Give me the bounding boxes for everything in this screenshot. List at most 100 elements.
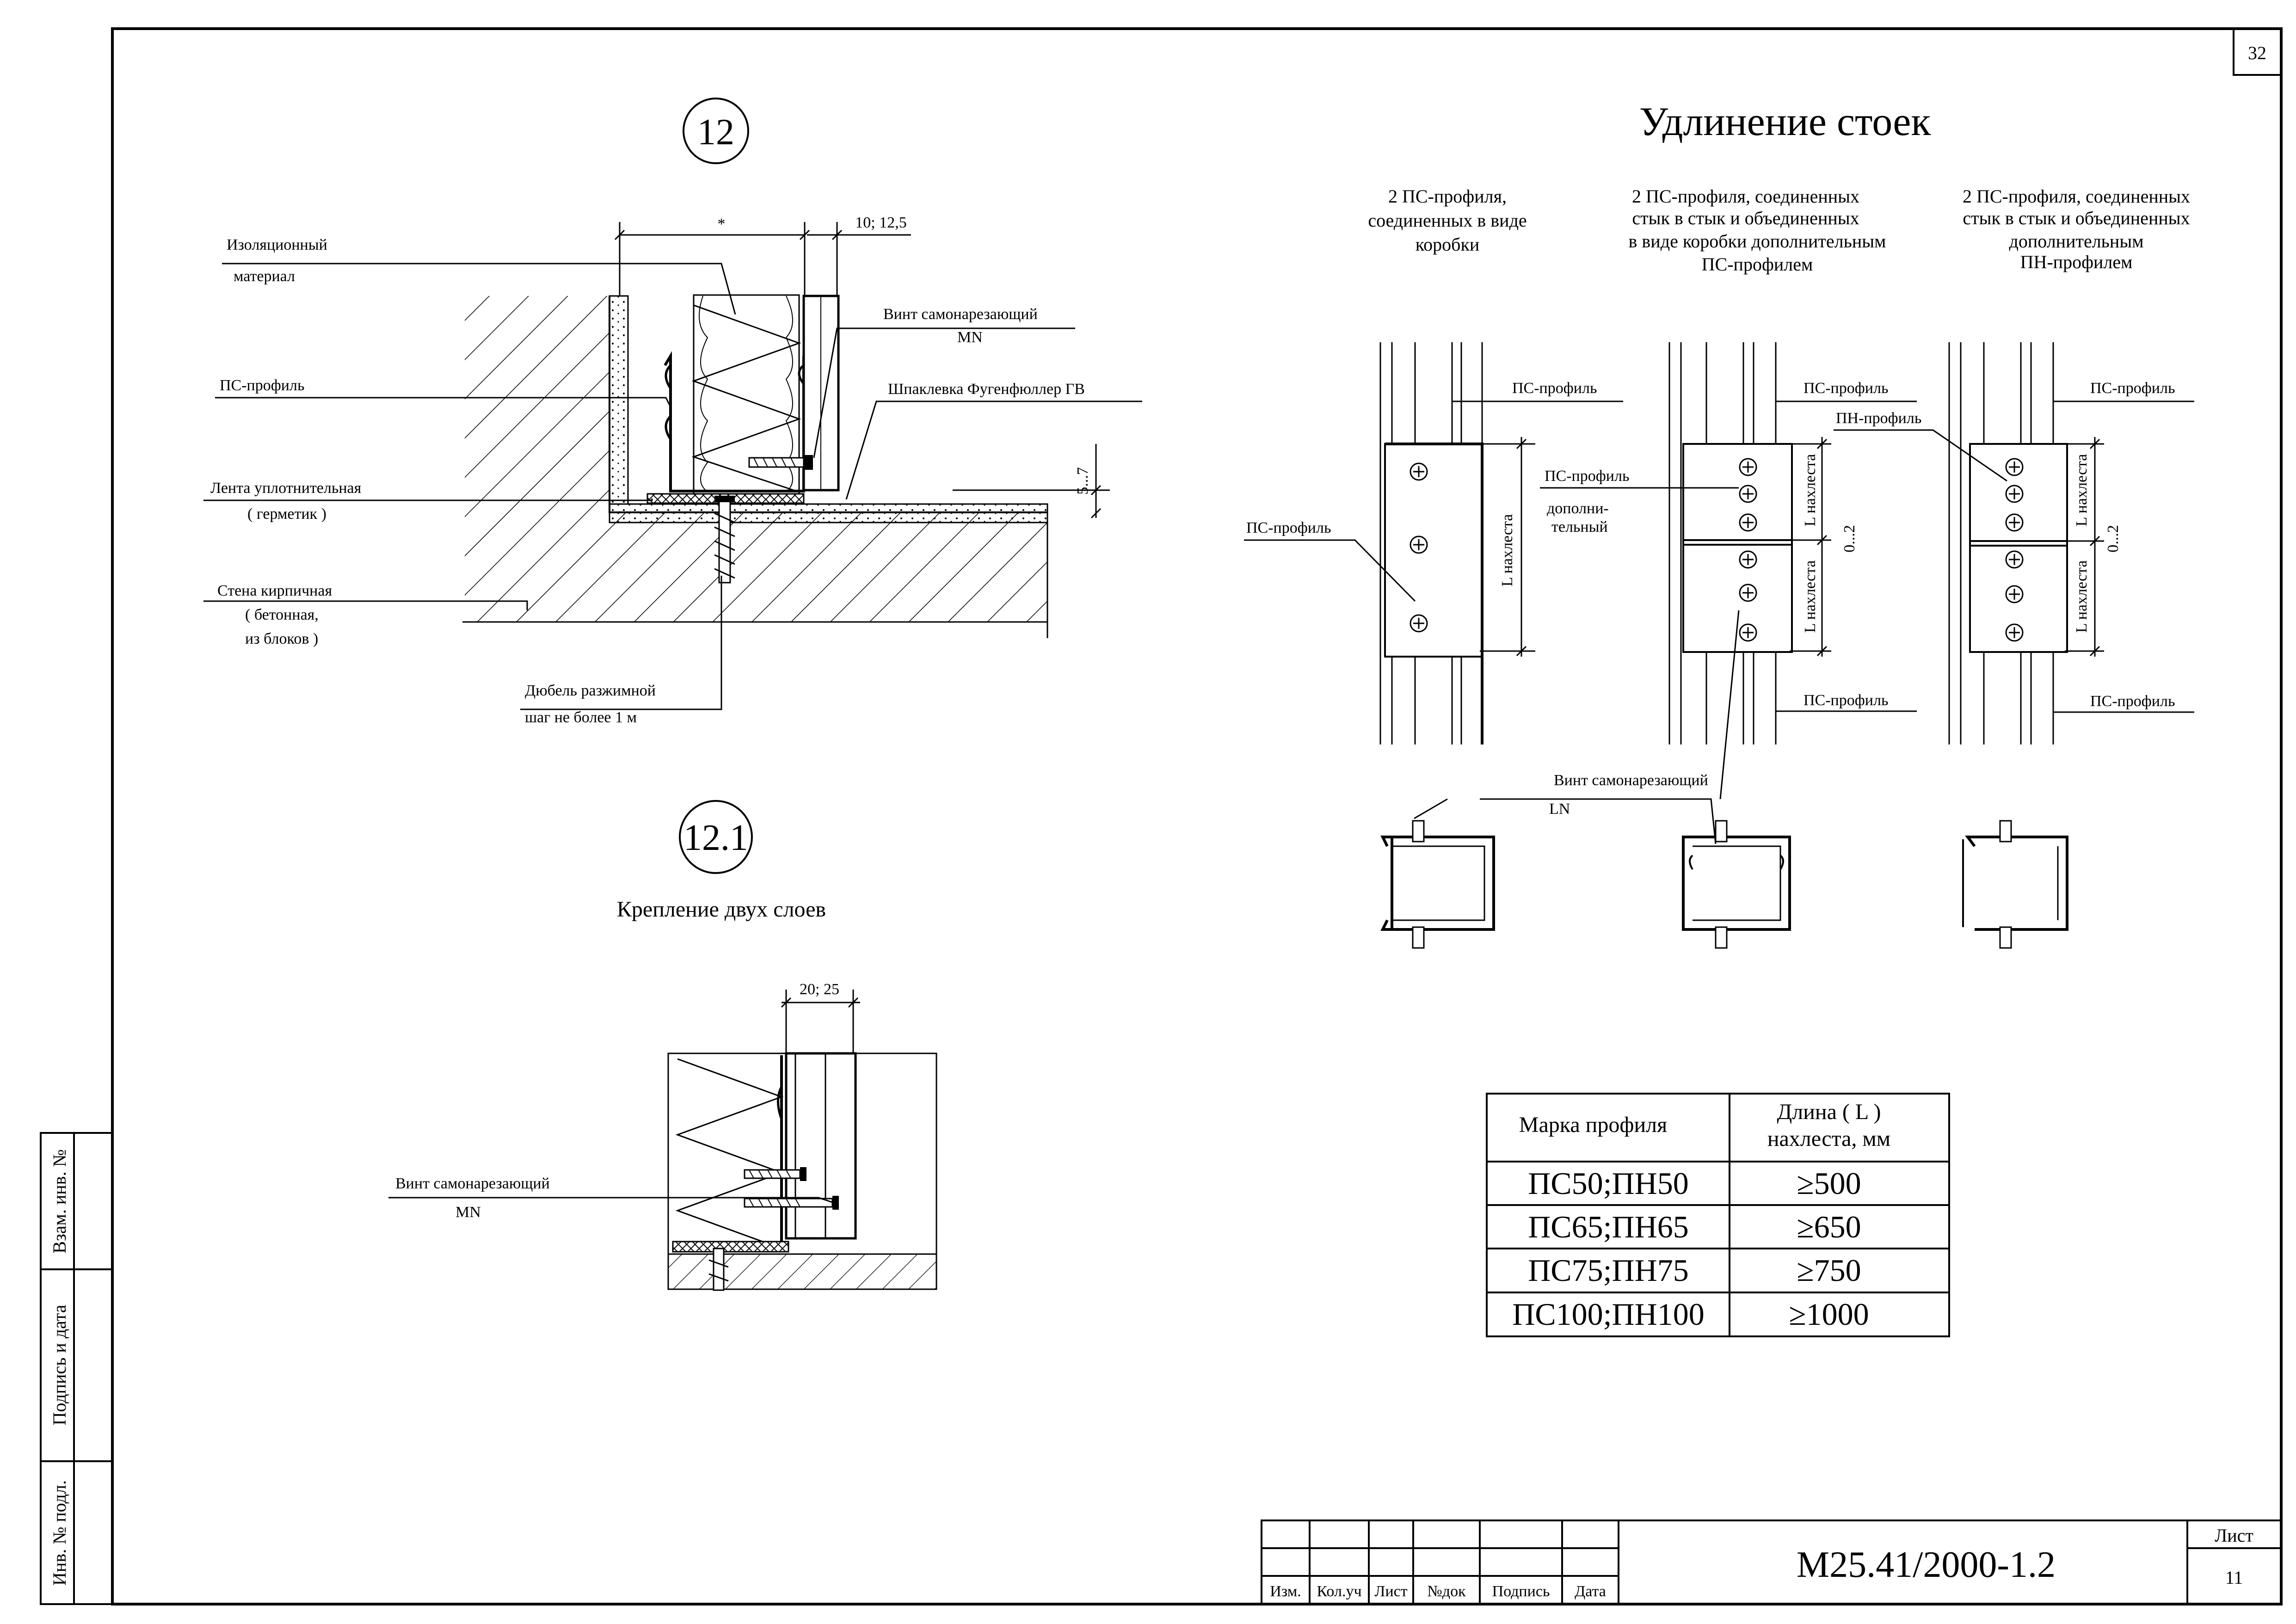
table-row-3-len: ≥750: [1797, 1253, 1861, 1288]
title-block: [1261, 1519, 2282, 1605]
table-row-1-mark: ПС50;ПН50: [1528, 1166, 1689, 1201]
label-screw-12-1-a: Винт самонарезающий: [395, 1175, 550, 1192]
col1-l-overlap: L нахлеста: [1499, 514, 1516, 587]
col3-caption-4: ПН-профилем: [2020, 252, 2133, 272]
tb-col-date: Дата: [1575, 1583, 1606, 1600]
col2-caption-1: 2 ПС-профиля, соединенных: [1632, 186, 1859, 207]
label-wall-1: Стена кирпичная: [217, 582, 332, 599]
stud-joint-2: [1540, 342, 1917, 744]
labels-12: Изоляционный материал ПС-профиль Лента у…: [210, 236, 1085, 726]
extension-title: Удлинение стоек: [1639, 99, 1931, 144]
detail-12-number: 12: [697, 112, 734, 153]
col1-caption-2: соединенных в виде: [1368, 210, 1527, 231]
sections-screw-2: LN: [1549, 800, 1570, 818]
dowel-2: [708, 1248, 729, 1291]
label-screw-2: MN: [957, 329, 983, 346]
tb-col-list: Лист: [1374, 1583, 1407, 1600]
col3-caption-3: дополнительным: [2009, 231, 2143, 252]
sections-screw-1: Винт самонарезающий: [1554, 772, 1708, 789]
col2-extra-2: тельный: [1551, 518, 1608, 535]
label-screw-12-1-b: MN: [456, 1204, 481, 1221]
dim-side: 5...7: [1074, 467, 1091, 495]
screw-head-1b: [1410, 535, 1428, 554]
title-block-sheet-label: Лист: [2215, 1525, 2253, 1546]
col2-l-overlap-top: L нахлеста: [1802, 454, 1819, 527]
gypsum-board-two-layers: [785, 1052, 857, 1240]
sealing-tape-2: [672, 1241, 789, 1253]
col1-caption-3: коробки: [1416, 234, 1480, 255]
table-row-1-len: ≥500: [1797, 1166, 1861, 1201]
col2-ps-extra: ПС-профиль: [1545, 468, 1629, 485]
col2-ps-top: ПС-профиль: [1804, 380, 1888, 397]
stud-joint-3: [1834, 342, 2194, 744]
label-wall-3: из блоков ): [245, 630, 318, 647]
table-header-len-1: Длина ( L ): [1777, 1100, 1881, 1124]
extension-captions: 2 ПС-профиля, соединенных в виде коробки…: [1368, 186, 2190, 275]
col3-caption-1: 2 ПС-профиля, соединенных: [1963, 186, 2190, 207]
label-insulation-1: Изоляционный: [227, 236, 327, 253]
dowel: [714, 496, 735, 584]
label-dowel-1: Дюбель разжимной: [525, 682, 656, 699]
col2-extra-1: дополни-: [1547, 500, 1609, 517]
col1-ps-left: ПС-профиль: [1246, 519, 1331, 536]
section-1: [1380, 820, 1495, 949]
brick-wall: [465, 296, 1047, 622]
col3-gap: 0...2: [2105, 525, 2122, 553]
dim-top-12-1: 20; 25: [800, 981, 839, 998]
tb-col-sign: Подпись: [1492, 1583, 1550, 1600]
label-ps-profile: ПС-профиль: [220, 377, 304, 394]
label-screw-1: Винт самонарезающий: [883, 306, 1038, 323]
label-tape-2: ( герметик ): [247, 505, 326, 523]
table-row-2-mark: ПС65;ПН65: [1528, 1209, 1689, 1244]
col2-ps-bottom: ПС-профиль: [1804, 692, 1888, 709]
plaster-floor: [609, 503, 1048, 523]
dim-top: 10; 12,5: [855, 214, 906, 231]
tb-col-izm: Изм.: [1270, 1583, 1301, 1600]
detail-12: 12: [203, 98, 1142, 726]
table-row-3-mark: ПС75;ПН75: [1528, 1253, 1689, 1288]
tb-col-ndok: №док: [1427, 1583, 1466, 1600]
title-block-columns: Изм. Кол.уч Лист №док Подпись Дата: [1270, 1583, 1606, 1600]
stud-box-1: [1384, 443, 1483, 658]
insulation-zigzag: [691, 304, 801, 493]
table-row-2-len: ≥650: [1797, 1209, 1861, 1244]
col3-pn-profile: ПН-профиль: [1836, 410, 1921, 427]
sheet-frame: [111, 27, 2283, 1606]
col2-l-overlap-bottom: L нахлеста: [1802, 560, 1819, 633]
col1-caption-1: 2 ПС-профиля,: [1388, 186, 1507, 207]
screw-head-1a: [1410, 462, 1428, 481]
col2-caption-2: стык в стык и объединенных: [1632, 208, 1859, 228]
section-2: [1682, 820, 1791, 949]
col2-caption-3: в виде коробки дополнительным: [1629, 231, 1886, 252]
title-block-sheet-number: 11: [2225, 1567, 2243, 1588]
label-dowel-2: шаг не более 1 м: [525, 709, 637, 726]
sheet-corner-number: 32: [2248, 43, 2266, 63]
label-putty: Шпаклевка Фугенфюллер ГВ: [888, 381, 1085, 398]
leaders-12: [203, 263, 1142, 710]
stud-joint-1: [1244, 342, 1623, 744]
label-tape-1: Лента уплотнительная: [210, 480, 362, 497]
table-header-mark: Марка профиля: [1519, 1113, 1667, 1137]
table-header-len-2: нахлеста, мм: [1767, 1126, 1890, 1151]
floor-12-1: [667, 1253, 937, 1290]
col3-l-overlap-top: L нахлеста: [2073, 454, 2090, 527]
insulation-zigzag-2: [675, 1058, 784, 1249]
side-stamp-sign-date: Подпись и дата: [49, 1304, 70, 1425]
col3-ps-top: ПС-профиль: [2090, 380, 2175, 397]
side-stamp-replace-inv: Взам. инв. №: [49, 1149, 70, 1253]
col1-ps-top: ПС-профиль: [1512, 380, 1597, 397]
table-row-4-len: ≥1000: [1789, 1297, 1869, 1332]
stud-sections: [1380, 610, 2068, 949]
table-row-4-mark: ПС100;ПН100: [1512, 1297, 1705, 1332]
col3-caption-2: стык в стык и объединенных: [1963, 208, 2190, 228]
col3-ps-bottom: ПС-профиль: [2090, 693, 2175, 710]
screws-2: [744, 1167, 839, 1210]
side-stamp: [40, 1132, 113, 1605]
dimension-lines: [614, 222, 1110, 519]
detail-12-1: 12.1 Крепление двух слоев: [388, 800, 937, 1291]
title-block-code: М25.41/2000-1.2: [1797, 1544, 2056, 1585]
side-stamp-orig-inv: Инв. № подл.: [49, 1480, 70, 1586]
col2-caption-4: ПС-профилем: [1702, 254, 1813, 275]
detail-12-1-number: 12.1: [683, 818, 748, 858]
